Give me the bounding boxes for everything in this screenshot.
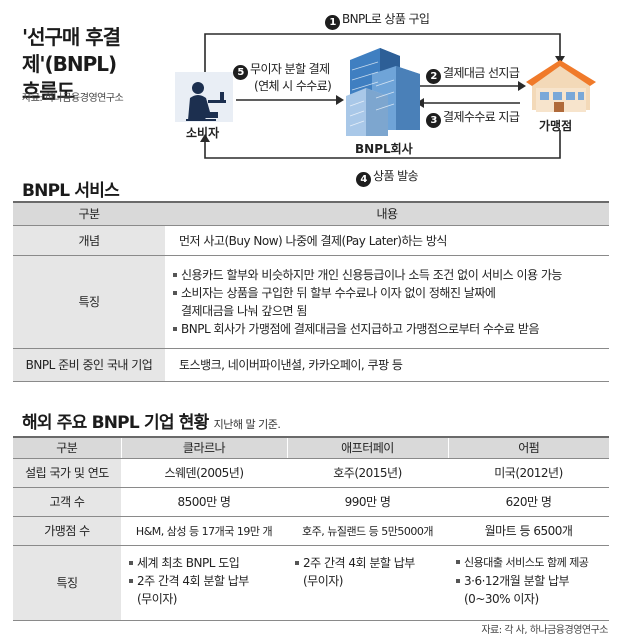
- arrow-step1: [204, 33, 561, 78]
- consumer-label: 소비자: [186, 126, 220, 140]
- afterpay-features: 2주 간격 4회 분할 납부 (무이자): [287, 545, 448, 621]
- feature-item: 3·6·12개월 분할 납부: [456, 572, 609, 590]
- services-row-domestic: BNPL 준비 중인 국내 기업 토스뱅크, 네이버파이낸셜, 카카오페이, 쿠…: [13, 348, 609, 382]
- feature-item: 신용카드 할부와 비슷하지만 개인 신용등급이나 소득 조건 없이 서비스 이용…: [173, 266, 609, 284]
- step5-number: 5: [233, 65, 248, 80]
- step1-text: BNPL로 상품 구입: [342, 12, 430, 26]
- row-label-customers: 고객 수: [13, 487, 121, 517]
- table-cell: 990만 명: [287, 487, 448, 517]
- step3-number: 3: [426, 113, 441, 128]
- companies-heading-sub: 지난해 말 기준.: [213, 418, 281, 431]
- feature-item: 세계 최초 BNPL 도입: [129, 554, 287, 572]
- diagram-title: '선구매 후결제'(BNPL) 흐름도: [22, 25, 121, 103]
- feature-item: 신용대출 서비스도 함께 제공: [456, 554, 609, 572]
- table-row: 고객 수 8500만 명 990만 명 620만 명: [13, 487, 609, 517]
- bnpl-company-icon: [346, 48, 420, 136]
- step4-number: 4: [356, 172, 371, 187]
- step4-text: 상품 발송: [373, 169, 419, 183]
- table-cell: 미국(2012년): [448, 458, 609, 488]
- merchant-label: 가맹점: [539, 119, 573, 133]
- step1-number: 1: [325, 15, 340, 30]
- features-value: 신용카드 할부와 비슷하지만 개인 신용등급이나 소득 조건 없이 서비스 이용…: [165, 255, 609, 349]
- features-label: 특징: [13, 255, 165, 349]
- feature-item: 소비자는 상품을 구입한 뒤 할부 수수료나 이자 없이 정해진 날짜에: [173, 284, 609, 302]
- domestic-label: BNPL 준비 중인 국내 기업: [13, 348, 165, 382]
- feature-item-continuation: (0~30% 이자): [464, 591, 539, 606]
- companies-table: 구분 클라르나 애프터페이 어펌 설립 국가 및 연도 스웨덴(2005년) 호…: [13, 436, 609, 621]
- arrowhead-step2: [518, 81, 526, 91]
- table-row-features: 특징 세계 최초 BNPL 도입 2주 간격 4회 분할 납부 (무이자) 2주…: [13, 545, 609, 621]
- feature-item: 2주 간격 4회 분할 납부: [129, 572, 287, 590]
- services-table: 구분 내용 개념 먼저 사고(Buy Now) 나중에 결제(Pay Later…: [13, 201, 609, 382]
- consumer-icon: [175, 72, 233, 122]
- companies-col-afterpay: 애프터페이: [286, 436, 448, 459]
- companies-header-row: 구분 클라르나 애프터페이 어펌: [13, 436, 609, 459]
- table-cell: 호주, 뉴질랜드 등 5만5000개: [287, 516, 448, 546]
- services-row-concept: 개념 먼저 사고(Buy Now) 나중에 결제(Pay Later)하는 방식: [13, 225, 609, 256]
- domestic-value: 토스뱅크, 네이버파이낸셜, 카카오페이, 쿠팡 등: [165, 348, 609, 382]
- source-note-top: 자료: 하나금융경영연구소: [22, 93, 124, 104]
- services-header-row: 구분 내용: [13, 201, 609, 226]
- services-row-features: 특징 신용카드 할부와 비슷하지만 개인 신용등급이나 소득 조건 없이 서비스…: [13, 255, 609, 349]
- concept-label: 개념: [13, 225, 165, 256]
- step2-text: 결제대금 선지급: [443, 66, 520, 80]
- services-col-content: 내용: [165, 201, 609, 226]
- services-heading: BNPL 서비스: [22, 181, 120, 201]
- klarna-features: 세계 최초 BNPL 도입 2주 간격 4회 분할 납부 (무이자): [121, 545, 287, 621]
- companies-col-affirm: 어펌: [447, 436, 609, 459]
- arrow-step4: [204, 130, 561, 159]
- row-label-founded: 설립 국가 및 연도: [13, 458, 121, 488]
- table-cell: 호주(2015년): [287, 458, 448, 488]
- step3-text: 결제수수료 지급: [443, 110, 520, 124]
- concept-value: 먼저 사고(Buy Now) 나중에 결제(Pay Later)하는 방식: [165, 225, 609, 256]
- merchant-icon: [526, 60, 596, 112]
- step5-text: 무이자 분할 결제: [250, 62, 330, 76]
- flow-diagram: [175, 33, 596, 159]
- services-col-category: 구분: [13, 201, 165, 226]
- table-row: 설립 국가 및 연도 스웨덴(2005년) 호주(2015년) 미국(2012년…: [13, 458, 609, 488]
- companies-col-klarna: 클라르나: [120, 436, 287, 459]
- company-label: BNPL회사: [355, 142, 413, 156]
- source-note-bottom: 자료: 각 사, 하나금융경영연구소: [481, 625, 608, 636]
- affirm-features: 신용대출 서비스도 함께 제공 3·6·12개월 분할 납부 (0~30% 이자…: [448, 545, 609, 621]
- row-label-merchants: 가맹점 수: [13, 516, 121, 546]
- feature-item: 2주 간격 4회 분할 납부: [295, 554, 448, 572]
- table-cell: 스웨덴(2005년): [121, 458, 287, 488]
- step5-sublabel: (연체 시 수수료): [254, 79, 332, 93]
- step2-number: 2: [426, 69, 441, 84]
- arrowhead-step4: [200, 134, 210, 142]
- table-row: 가맹점 수 H&M, 삼성 등 17개국 19만 개 호주, 뉴질랜드 등 5만…: [13, 516, 609, 546]
- table-cell: 8500만 명: [121, 487, 287, 517]
- arrowhead-step5: [336, 95, 344, 105]
- table-cell: 620만 명: [448, 487, 609, 517]
- table-cell: H&M, 삼성 등 17개국 19만 개: [121, 516, 287, 546]
- row-label-features: 특징: [13, 545, 121, 621]
- feature-item: BNPL 회사가 가맹점에 결제대금을 선지급하고 가맹점으로부터 수수료 받음: [173, 320, 609, 338]
- flow-arrows: [204, 33, 561, 159]
- feature-item-continuation: (무이자): [137, 591, 177, 606]
- companies-col-category: 구분: [13, 436, 121, 459]
- feature-item-continuation: 결제대금을 나눠 갚으면 됨: [181, 303, 307, 318]
- companies-heading: 해외 주요 BNPL 기업 현황 지난해 말 기준.: [22, 413, 281, 433]
- feature-item-continuation: (무이자): [303, 573, 343, 588]
- table-cell: 월마트 등 6500개: [448, 516, 609, 546]
